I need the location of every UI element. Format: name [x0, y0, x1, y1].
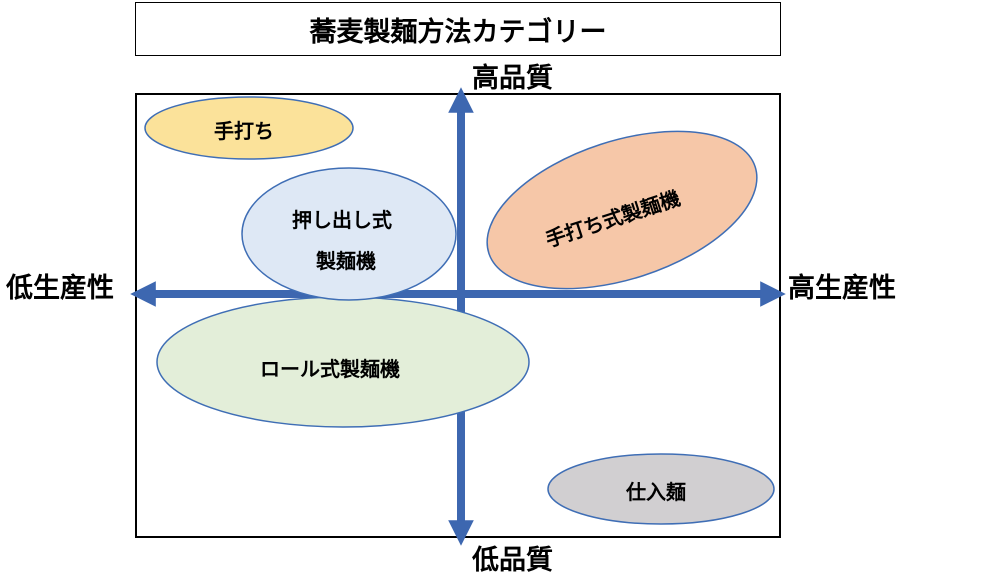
- extrusion-label-line1: 押し出し式: [292, 208, 392, 232]
- purchased-label: 仕入麺: [626, 480, 686, 504]
- extrusion-ellipse: [241, 167, 457, 301]
- purchased-ellipse: [547, 453, 775, 525]
- axis-label-high-productivity: 高生産性: [788, 273, 896, 304]
- hand-label: 手打ち: [214, 119, 274, 143]
- roll-label: ロール式製麺機: [260, 357, 400, 381]
- extrusion-label-line2: 製麺機: [316, 249, 376, 273]
- axis-label-low-productivity: 低生産性: [6, 273, 114, 304]
- hand-machine-ellipse: [486, 130, 758, 290]
- hand-ellipse: [144, 96, 354, 160]
- axis-label-high-quality: 高品質: [472, 63, 553, 94]
- axis-label-low-quality: 低品質: [472, 545, 553, 576]
- diagram-title: 蕎麦製麺方法カテゴリー: [135, 2, 781, 56]
